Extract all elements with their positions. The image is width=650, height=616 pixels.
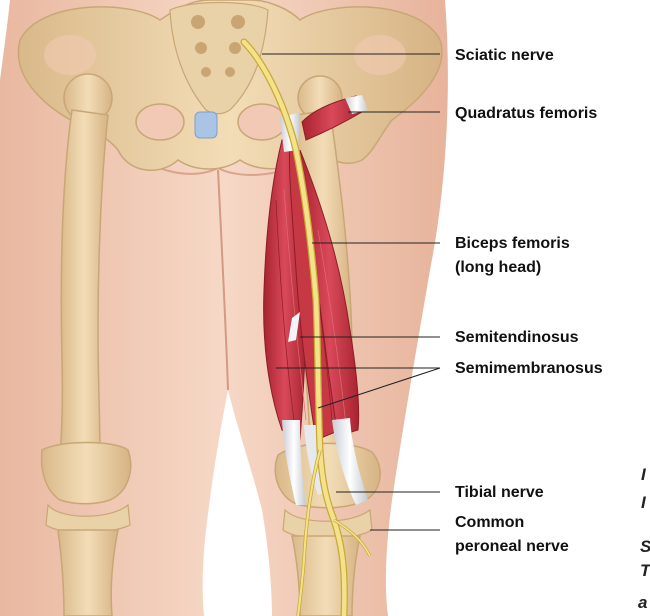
label-common-peroneal-line1: Common bbox=[455, 514, 524, 531]
labels: Sciatic nerve Quadratus femoris Biceps f… bbox=[455, 47, 603, 555]
label-common-peroneal-line2: peroneal nerve bbox=[455, 538, 569, 555]
clipped-text-5: a bbox=[638, 593, 647, 612]
clipped-text-3: S bbox=[640, 537, 650, 556]
label-tibial-nerve: Tibial nerve bbox=[455, 484, 544, 501]
label-biceps-femoris-line2: (long head) bbox=[455, 259, 541, 276]
label-sciatic-nerve: Sciatic nerve bbox=[455, 47, 554, 64]
clipped-text-1: I bbox=[641, 465, 647, 484]
clipped-text-4: T bbox=[640, 561, 650, 580]
label-semitendinosus: Semitendinosus bbox=[455, 329, 579, 346]
clipped-caption-fragments: I I S T a bbox=[638, 465, 650, 612]
clipped-text-2: I bbox=[641, 493, 647, 512]
label-quadratus-femoris: Quadratus femoris bbox=[455, 105, 597, 122]
label-semimembranosus: Semimembranosus bbox=[455, 360, 603, 377]
label-biceps-femoris-line1: Biceps femoris bbox=[455, 235, 570, 252]
